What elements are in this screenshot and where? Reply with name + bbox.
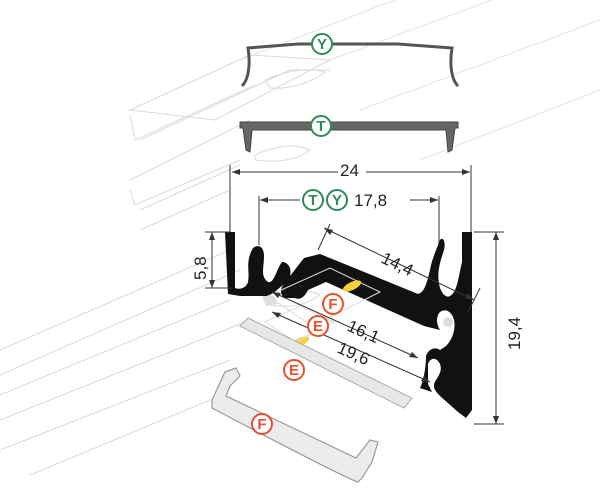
dim-total-height: 19,4 xyxy=(474,231,524,425)
badge-inner-t: T xyxy=(302,189,324,211)
svg-text:F: F xyxy=(328,296,337,313)
badge-strip-e: E xyxy=(307,315,329,337)
dim-5-8-label: 5,8 xyxy=(191,256,210,280)
dim-17-8-label: 17,8 xyxy=(354,191,387,210)
cover-y xyxy=(240,42,460,88)
badge-diffuser-f: F xyxy=(251,413,273,435)
dim-14-4-label: 14,4 xyxy=(378,249,416,281)
badge-diffuser-e: E xyxy=(283,359,305,381)
dim-width-inner: 17,8 xyxy=(258,188,440,245)
cover-t xyxy=(239,121,459,153)
badge-strip-f: F xyxy=(322,293,344,315)
badge-cover-y: Y xyxy=(311,33,333,55)
diffuser-e xyxy=(239,317,413,409)
svg-text:Y: Y xyxy=(332,192,342,209)
badge-inner-y: Y xyxy=(326,189,348,211)
badge-cover-t: T xyxy=(310,115,332,137)
dim-width-top: 24 xyxy=(229,160,472,232)
svg-text:Y: Y xyxy=(317,36,327,53)
svg-text:F: F xyxy=(257,416,266,433)
svg-text:T: T xyxy=(316,118,325,135)
aluminium-profile xyxy=(225,232,472,418)
dim-19-4-label: 19,4 xyxy=(505,317,524,350)
diffuser-f xyxy=(211,367,379,483)
svg-text:E: E xyxy=(289,362,299,379)
svg-text:E: E xyxy=(313,318,323,335)
dim-side-height: 5,8 xyxy=(191,231,232,289)
dim-24-label: 24 xyxy=(340,161,359,180)
svg-text:T: T xyxy=(308,192,317,209)
ghost-extrusion xyxy=(0,0,600,476)
